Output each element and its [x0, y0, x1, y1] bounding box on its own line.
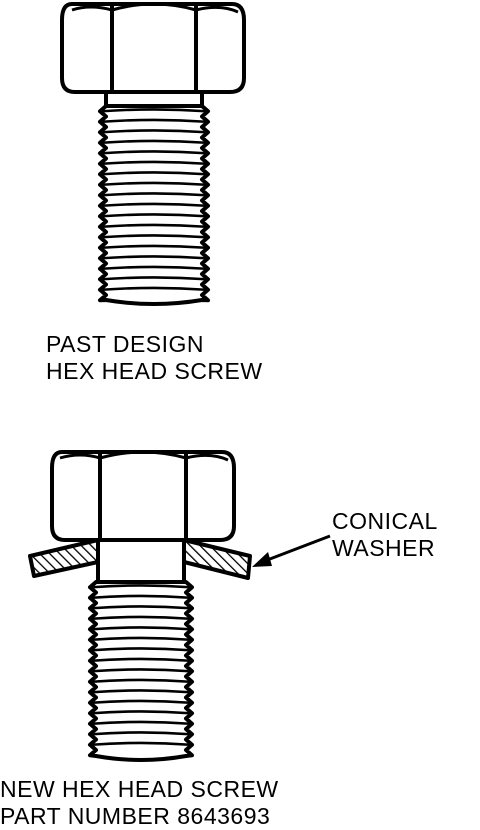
- thread-line: [91, 668, 191, 673]
- washer-label-line-1: CONICAL: [332, 508, 438, 534]
- conical-washer-right: [182, 538, 252, 580]
- thread-line: [91, 647, 191, 652]
- new-screw-neck: [96, 538, 186, 584]
- thread-line: [101, 202, 207, 208]
- thread-line: [101, 286, 207, 292]
- thread-line: [91, 678, 191, 684]
- thread-line: [91, 657, 191, 663]
- thread-line: [91, 699, 191, 705]
- past-design-screw: [60, 2, 246, 306]
- new-screw-hex-head: [50, 450, 236, 542]
- thread-line: [91, 731, 191, 736]
- thread-line: [101, 181, 207, 187]
- thread-line: [91, 636, 191, 642]
- thread-line: [101, 160, 207, 166]
- thread-line: [101, 213, 207, 218]
- past-screw-threads: [98, 104, 210, 306]
- thread-line: [101, 255, 207, 260]
- past-caption-line-2: HEX HEAD SCREW: [46, 358, 263, 384]
- conical-washer-label: CONICAL WASHER: [332, 508, 438, 562]
- past-design-caption: PAST DESIGN HEX HEAD SCREW: [46, 331, 263, 385]
- thread-line: [101, 244, 207, 250]
- thread-line: [101, 265, 207, 271]
- thread-line: [91, 584, 191, 589]
- past-screw-hex-head: [60, 2, 246, 94]
- new-caption-line-1: NEW HEX HEAD SCREW: [0, 776, 279, 802]
- past-caption-line-1: PAST DESIGN: [46, 331, 205, 357]
- thread-line: [91, 720, 191, 726]
- thread-line: [91, 615, 191, 621]
- thread-line: [101, 118, 207, 124]
- washer-label-line-2: WASHER: [332, 535, 436, 561]
- thread-line: [101, 192, 207, 197]
- thread-line: [101, 276, 207, 281]
- thread-line: [91, 710, 191, 715]
- thread-line: [101, 223, 207, 229]
- new-design-caption: NEW HEX HEAD SCREW PART NUMBER 8643693: [0, 776, 279, 830]
- new-design-screw: [28, 450, 252, 762]
- thread-outline: [88, 580, 194, 762]
- thread-line: [101, 108, 207, 113]
- thread-line: [101, 150, 207, 155]
- conical-washer-left: [28, 538, 100, 578]
- thread-line: [101, 139, 207, 145]
- thread-line: [91, 741, 191, 747]
- thread-line: [101, 129, 207, 134]
- thread-line: [91, 689, 191, 694]
- new-caption-line-2: PART NUMBER 8643693: [0, 803, 271, 829]
- past-screw-neck: [104, 90, 204, 108]
- thread-line: [91, 626, 191, 631]
- new-screw-threads: [88, 580, 194, 762]
- thread-line: [101, 234, 207, 239]
- thread-line: [91, 605, 191, 610]
- thread-line: [101, 171, 207, 176]
- washer-callout-arrow: [252, 534, 331, 567]
- thread-line: [91, 594, 191, 600]
